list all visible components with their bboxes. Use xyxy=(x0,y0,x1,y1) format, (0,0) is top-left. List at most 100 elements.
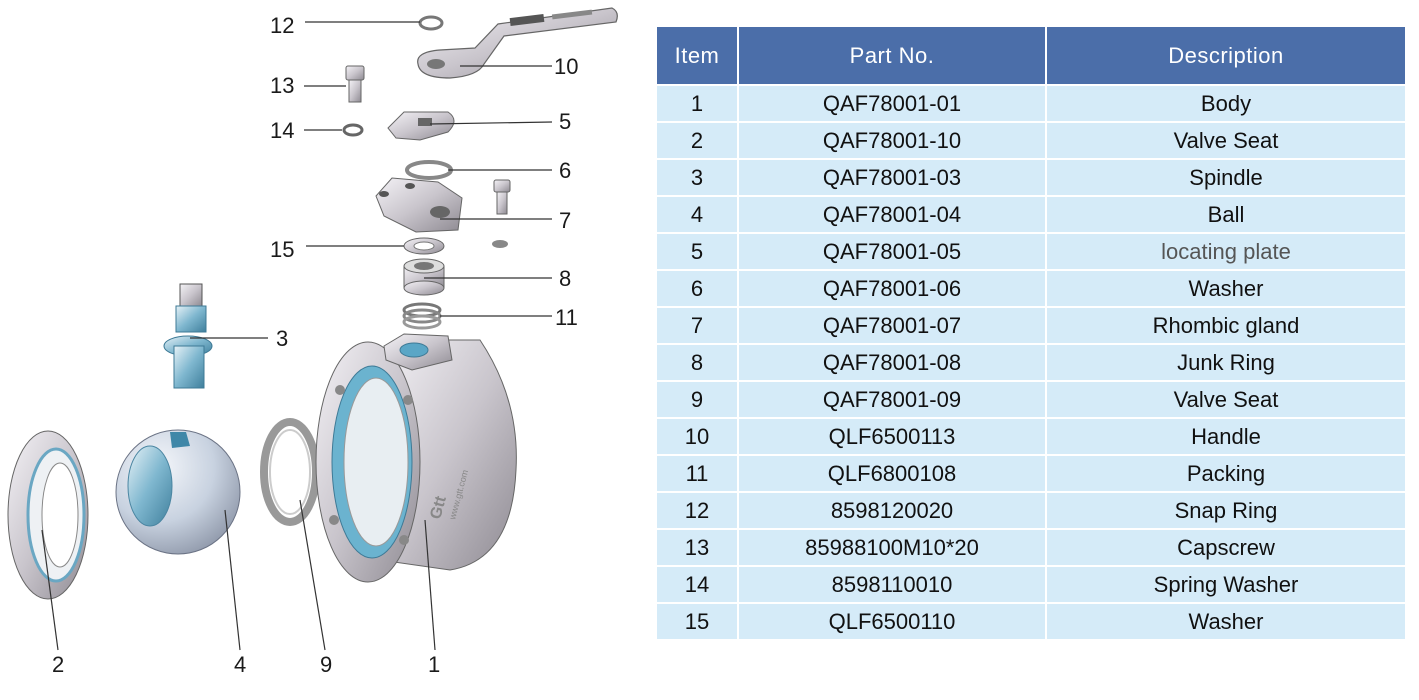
cell-item: 5 xyxy=(655,232,739,271)
cell-part-no: 85988100M10*20 xyxy=(737,528,1047,567)
callout-12: 12 xyxy=(270,13,294,38)
cell-item: 9 xyxy=(655,380,739,419)
cell-part-no: QAF78001-09 xyxy=(737,380,1047,419)
cell-item: 11 xyxy=(655,454,739,493)
callout-3: 3 xyxy=(276,326,288,351)
cell-part-no: QAF78001-07 xyxy=(737,306,1047,345)
callout-13: 13 xyxy=(270,73,294,98)
cell-item: 15 xyxy=(655,602,739,641)
cell-item: 10 xyxy=(655,417,739,456)
cell-description: Snap Ring xyxy=(1045,491,1407,530)
callout-6: 6 xyxy=(559,158,571,183)
cell-item: 8 xyxy=(655,343,739,382)
cell-description: Spindle xyxy=(1045,158,1407,197)
cell-item: 14 xyxy=(655,565,739,604)
header-part-no: Part No. xyxy=(737,25,1047,86)
cell-description: Capscrew xyxy=(1045,528,1407,567)
cell-part-no: QAF78001-05 xyxy=(737,232,1047,271)
header-description: Description xyxy=(1045,25,1407,86)
cell-description: Spring Washer xyxy=(1045,565,1407,604)
cell-item: 13 xyxy=(655,528,739,567)
part-capscrew xyxy=(345,65,365,103)
leader-lines xyxy=(41,21,553,651)
callout-1: 1 xyxy=(428,652,440,677)
callout-7: 7 xyxy=(559,208,571,233)
part-body: Gtt www.gtt.com xyxy=(315,333,517,583)
part-rhombic-gland xyxy=(375,177,511,248)
part-spring-washer xyxy=(342,123,364,137)
body-engraving-logo: Gtt xyxy=(427,494,450,521)
callout-5: 5 xyxy=(559,109,571,134)
cell-part-no: QAF78001-03 xyxy=(737,158,1047,197)
exploded-valve-diagram: Gtt www.gtt.com 12 10 13 5 14 6 7 15 8 1… xyxy=(7,7,618,677)
cell-description: Rhombic gland xyxy=(1045,306,1407,345)
cell-item: 2 xyxy=(655,121,739,160)
cell-part-no: QAF78001-06 xyxy=(737,269,1047,308)
cell-item: 4 xyxy=(655,195,739,234)
part-ball xyxy=(115,429,241,555)
part-valve-seat-2 xyxy=(7,430,89,600)
cell-description: Washer xyxy=(1045,602,1407,641)
cell-description: Washer xyxy=(1045,269,1407,308)
cell-description: Handle xyxy=(1045,417,1407,456)
cell-item: 12 xyxy=(655,491,739,530)
cell-part-no: QLF6500110 xyxy=(737,602,1047,641)
cell-item: 6 xyxy=(655,269,739,308)
part-washer-6 xyxy=(405,160,453,180)
part-snap-ring xyxy=(418,15,444,31)
cell-part-no: 8598110010 xyxy=(737,565,1047,604)
callout-11: 11 xyxy=(555,305,578,330)
cell-part-no: 8598120020 xyxy=(737,491,1047,530)
part-valve-seat-9 xyxy=(260,418,320,526)
part-junk-ring xyxy=(403,258,445,296)
callout-8: 8 xyxy=(559,266,571,291)
cell-description: Valve Seat xyxy=(1045,121,1407,160)
cell-part-no: QLF6500113 xyxy=(737,417,1047,456)
part-washer-15 xyxy=(403,237,445,255)
cell-item: 1 xyxy=(655,84,739,123)
part-packing xyxy=(402,302,442,330)
cell-description: Packing xyxy=(1045,454,1407,493)
cell-description: Ball xyxy=(1045,195,1407,234)
part-handle xyxy=(417,7,618,79)
part-spindle xyxy=(163,283,213,389)
header-item: Item xyxy=(655,25,739,86)
cell-part-no: QLF6800108 xyxy=(737,454,1047,493)
cell-item: 3 xyxy=(655,158,739,197)
cell-description: Valve Seat xyxy=(1045,380,1407,419)
cell-part-no: QAF78001-10 xyxy=(737,121,1047,160)
table-header-row: Item Part No. Description xyxy=(655,25,1407,86)
cell-description: locating plate xyxy=(1045,232,1407,271)
callout-9: 9 xyxy=(320,652,332,677)
part-locating-plate xyxy=(387,111,455,141)
callout-14: 14 xyxy=(270,118,294,143)
callout-15: 15 xyxy=(270,237,294,262)
cell-part-no: QAF78001-08 xyxy=(737,343,1047,382)
cell-part-no: QAF78001-04 xyxy=(737,195,1047,234)
callout-4: 4 xyxy=(234,652,246,677)
cell-description: Body xyxy=(1045,84,1407,123)
callout-labels: 12 10 13 5 14 6 7 15 8 11 3 2 4 9 1 xyxy=(52,13,578,677)
cell-part-no: QAF78001-01 xyxy=(737,84,1047,123)
callout-2: 2 xyxy=(52,652,64,677)
cell-description: Junk Ring xyxy=(1045,343,1407,382)
cell-item: 7 xyxy=(655,306,739,345)
callout-10: 10 xyxy=(554,54,578,79)
